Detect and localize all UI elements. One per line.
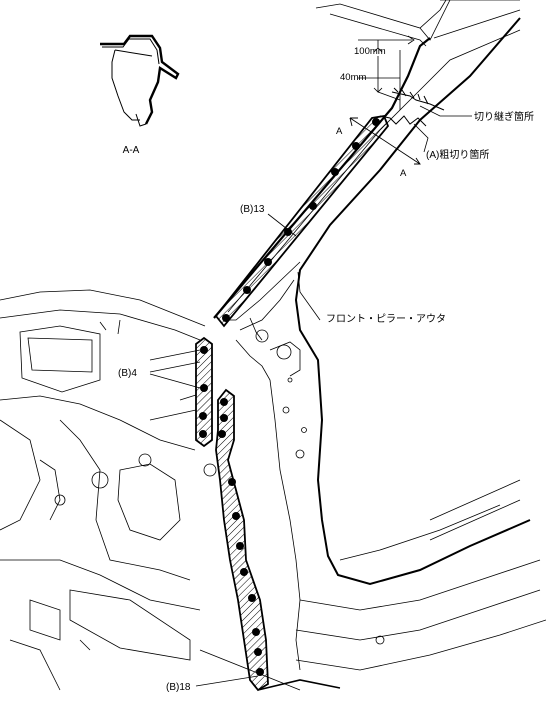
leader-part-name [297, 271, 321, 321]
dimension-40mm: 40mm [340, 72, 366, 83]
weld-spot [256, 668, 264, 676]
weld-spot [199, 430, 207, 438]
weld-spot [252, 628, 260, 636]
weld-spot [284, 228, 292, 236]
section-aa-profile [100, 34, 180, 127]
weld-spot [200, 346, 208, 354]
weld-spot [222, 314, 230, 322]
cut-joint-label: 切り継ぎ箇所 [474, 110, 534, 123]
section-arrows [349, 117, 421, 165]
dimension-100mm: 100mm [354, 46, 386, 57]
weld-spot [240, 568, 248, 576]
section-mark-bottom: A [400, 168, 407, 179]
weld-strip-b18 [215, 388, 269, 692]
weld-spot [243, 286, 251, 294]
leader-b18 [195, 675, 259, 687]
weld-spot [254, 648, 262, 656]
weld-spots-b18 [218, 398, 264, 676]
weld-spot [220, 414, 228, 422]
weld-spot [199, 412, 207, 420]
rough-cut-label: (A)粗切り箇所 [426, 148, 489, 161]
dimension-lines [358, 35, 415, 110]
weld-spot [220, 398, 228, 406]
rough-cut-line [379, 115, 427, 127]
weld-spot [309, 202, 317, 210]
leader-b4 [149, 373, 201, 389]
weld-b13-label: (B)13 [240, 204, 265, 215]
weld-spot [218, 430, 226, 438]
weld-b18-label: (B)18 [166, 682, 191, 693]
weld-b4-label: (B)4 [118, 368, 137, 379]
part-name-label: フロント・ピラー・アウタ [326, 313, 446, 325]
weld-spot [248, 594, 256, 602]
cut-lines [379, 87, 445, 127]
weld-strip-b13 [214, 114, 390, 328]
weld-spot [372, 118, 380, 126]
section-aa-label: A-A [123, 145, 140, 156]
section-mark-top: A [336, 126, 343, 137]
weld-spots-b13 [222, 118, 380, 322]
weld-spot [331, 168, 339, 176]
leader-lines [149, 105, 472, 687]
weld-spot [352, 142, 360, 150]
leader-rough-cut [413, 123, 429, 153]
leader-b13 [267, 213, 297, 237]
cut-joint-line [391, 91, 445, 111]
weld-spot [232, 512, 240, 520]
weld-spot [236, 542, 244, 550]
leader-cut-joint [419, 105, 472, 117]
weld-spots-b4 [199, 346, 208, 438]
weld-spot [200, 384, 208, 392]
weld-spot [228, 478, 236, 486]
roof-structure [315, 0, 521, 47]
weld-spot [264, 258, 272, 266]
